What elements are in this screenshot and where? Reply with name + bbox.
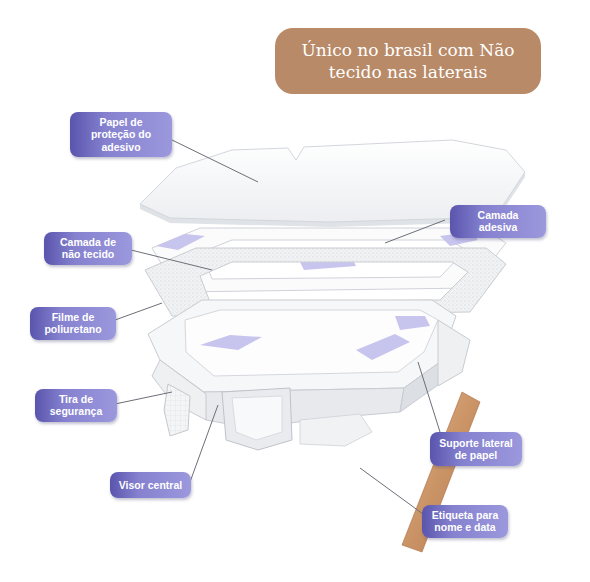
banner-text: Único no brasil com Não tecido nas later… [287,39,529,83]
part-label: Etiqueta para nome e data [422,505,508,538]
part-label: Visor central [110,472,191,498]
part-name: Visor central [119,479,182,491]
film-base [148,300,470,450]
part-name: Camada de não tecido [51,236,125,261]
part-name: Suporte lateral de papel [437,437,515,462]
part-name: Tira de segurança [42,393,110,418]
part-label: Papel de proteção do adesivo [70,112,172,157]
part-name: Papel de proteção do adesivo [77,116,165,153]
part-label: Camada adesiva [450,205,546,238]
part-label: Suporte lateral de papel [430,432,522,466]
part-label: Camada de não tecido [44,232,132,265]
part-label: Filme de poliuretano [30,307,116,340]
leader-lines [115,139,445,514]
part-name: Etiqueta para nome e data [429,509,501,534]
part-name: Filme de poliuretano [37,311,109,336]
part-name: Camada adesiva [457,209,539,234]
banner-box: Único no brasil com Não tecido nas later… [275,28,541,94]
part-label: Tira de segurança [35,389,117,422]
